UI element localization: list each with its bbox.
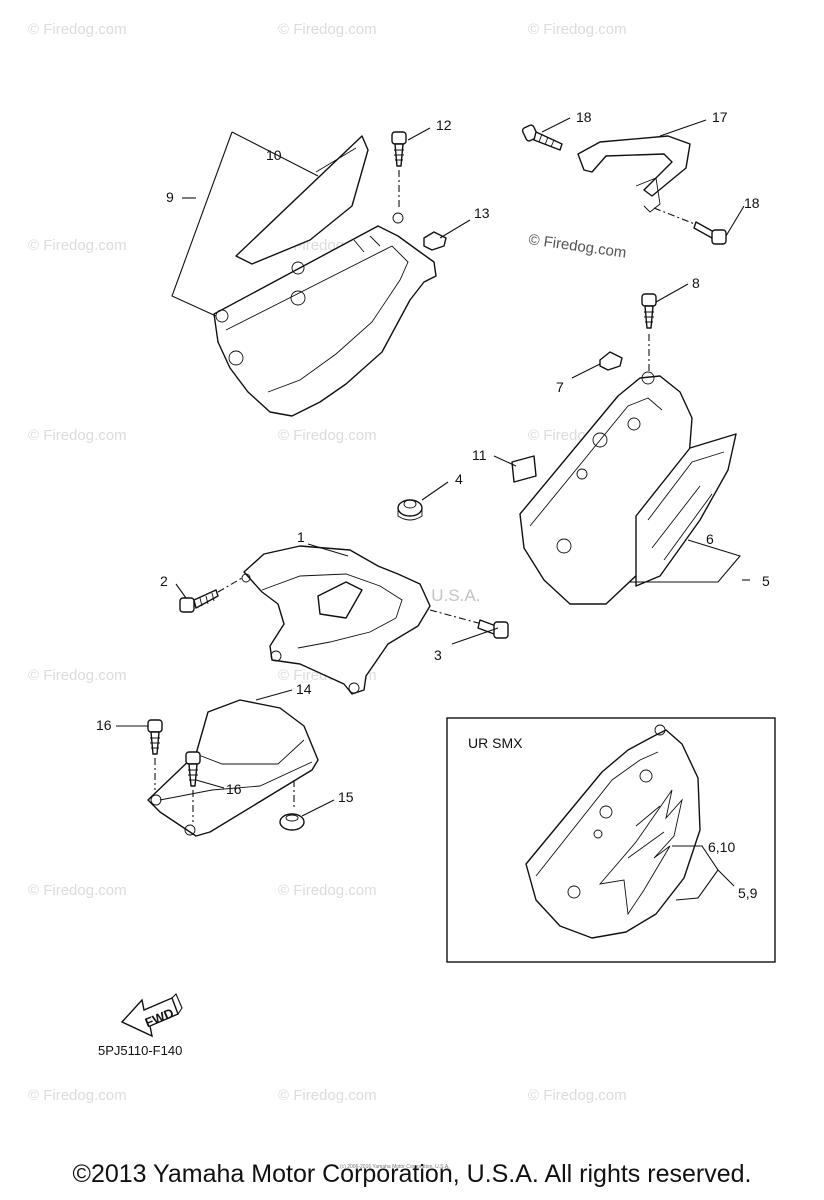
callout-9: 9 — [166, 189, 174, 205]
callout-18: 18 — [744, 195, 760, 211]
watermark: © Firedog.com — [528, 21, 627, 38]
watermark: © Firedog.com — [278, 1087, 377, 1104]
screw-16-left — [147, 719, 163, 790]
watermark: © Firedog.com — [28, 1087, 127, 1104]
callout-15: 15 — [338, 789, 354, 805]
callout-18: 18 — [576, 109, 592, 125]
emblem-6 — [635, 433, 737, 587]
watermark: © Firedog.com — [528, 1087, 627, 1104]
side-cover-upper — [213, 212, 437, 417]
nut-7 — [599, 351, 623, 371]
part-code: 5PJ5110-F140 — [98, 1043, 182, 1058]
copyright-footer: ©2013 Yamaha Motor Corporation, U.S.A. A… — [72, 1160, 752, 1188]
watermark: © Firedog.com — [28, 21, 127, 38]
grommet-4 — [397, 499, 423, 521]
watermark: © Firedog.com — [278, 882, 377, 899]
callout-2: 2 — [160, 573, 168, 589]
callout-1: 1 — [297, 529, 305, 545]
transparent-panel — [235, 135, 369, 265]
label-11 — [511, 455, 537, 483]
leader-lines — [116, 117, 750, 817]
inset-title: UR SMX — [468, 735, 523, 751]
callout-10: 10 — [266, 147, 282, 163]
watermark: © Firedog.com — [28, 667, 127, 684]
watermark: © Firedog.com — [278, 21, 377, 38]
watermark: © Firedog.com — [527, 231, 627, 262]
callouts: 1 2 3 4 5 6 7 8 9 10 11 12 13 14 15 16 1… — [96, 109, 770, 805]
callout-17: 17 — [712, 109, 728, 125]
bracket-17 — [577, 135, 691, 213]
watermark: © Firedog.com — [28, 882, 127, 899]
callout-14: 14 — [296, 681, 312, 697]
grommet-15 — [279, 780, 305, 831]
callout-8: 8 — [692, 275, 700, 291]
inset-variant-box: UR SMX 6,10 5,9 — [446, 717, 776, 963]
watermark: © Firedog.com — [28, 427, 127, 444]
callout-4: 4 — [455, 471, 463, 487]
watermark: © Firedog.com — [28, 237, 127, 254]
callout-5: 5 — [762, 573, 770, 589]
callout-6: 6 — [706, 531, 714, 547]
tiny-notice: (c) 2006-2016 Yamaha Motor Corporation, … — [340, 1164, 450, 1170]
nut-13 — [423, 231, 447, 251]
callout-16: 16 — [226, 781, 242, 797]
bolt-3 — [429, 609, 509, 639]
callout-16: 16 — [96, 717, 112, 733]
callout-3: 3 — [434, 647, 442, 663]
inset-label-6-10: 6,10 — [708, 839, 735, 855]
screw-8 — [641, 293, 657, 372]
callout-12: 12 — [436, 117, 452, 133]
callout-11: 11 — [472, 447, 487, 463]
screw-12 — [391, 131, 407, 210]
cover-14 — [147, 699, 319, 837]
cover-1 — [241, 545, 431, 695]
callout-7: 7 — [556, 379, 564, 395]
inset-label-5-9: 5,9 — [738, 885, 758, 901]
screw-2 — [179, 577, 243, 613]
screw-18-right — [653, 207, 727, 245]
watermark: © Firedog.com — [278, 427, 377, 444]
screw-18-left — [521, 124, 563, 151]
screw-16-right — [185, 751, 201, 822]
fwd-arrow-icon: FWD — [120, 993, 183, 1038]
callout-13: 13 — [474, 205, 490, 221]
